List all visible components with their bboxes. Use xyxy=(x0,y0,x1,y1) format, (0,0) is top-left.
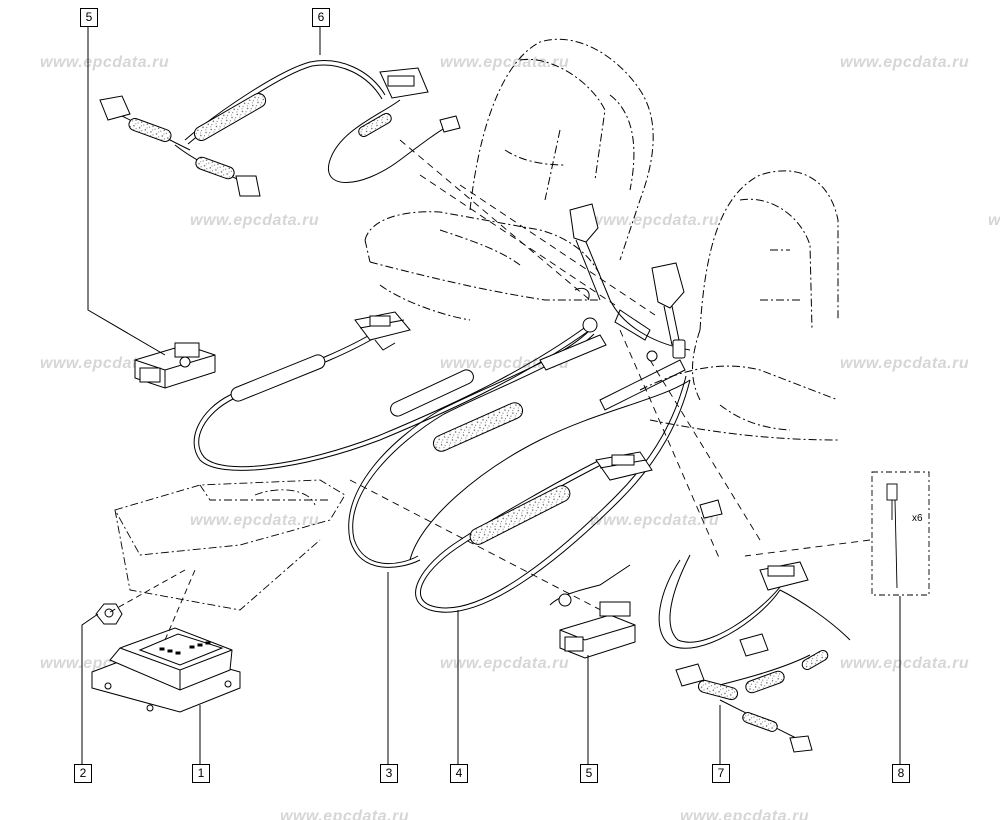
callout-2: 2 xyxy=(74,764,92,783)
nut xyxy=(95,603,123,625)
harness-3-sleeves xyxy=(230,354,524,452)
watermark: www.epcdata.ru xyxy=(440,655,570,672)
watermark: www.epcdata.ru xyxy=(840,54,970,71)
watermark: www.epcdata.ru xyxy=(590,512,720,529)
watermark: www.epcdata.ru xyxy=(40,54,170,71)
callout-7: 7 xyxy=(712,764,730,783)
watermark: www.epcdata.ru xyxy=(988,212,1000,229)
part-6-connectors xyxy=(99,67,461,197)
part-7-connectors xyxy=(675,499,813,753)
callout-3: 3 xyxy=(380,764,398,783)
quantity-label: x6 xyxy=(912,513,923,524)
callout-5-top: 5 xyxy=(80,8,98,27)
watermark: www.epcdata.ru xyxy=(280,808,410,820)
watermark: www.epcdata.ru xyxy=(680,808,810,820)
part-5-plug-bottom xyxy=(549,564,636,659)
callout-1: 1 xyxy=(192,764,210,783)
harness-4-connector xyxy=(595,451,653,481)
watermark: www.epcdata.ru xyxy=(590,212,720,229)
callout-8: 8 xyxy=(892,764,910,783)
harness-4-sleeves xyxy=(469,485,571,545)
part-5-plug-top xyxy=(134,342,216,389)
ecu-mount-arrows xyxy=(109,569,196,641)
seat-outline-right xyxy=(639,170,839,441)
part-8-detail-box xyxy=(871,471,930,596)
callout-4: 4 xyxy=(450,764,468,783)
seat-rail-hardware xyxy=(539,287,691,411)
watermark: www.epcdata.ru xyxy=(440,54,570,71)
harness-3 xyxy=(193,325,595,568)
harness-3-connector xyxy=(354,311,411,351)
seat-belt-buckle-left xyxy=(569,203,611,301)
callout-6: 6 xyxy=(312,8,330,27)
part-6-sleeves xyxy=(128,93,392,180)
ecu-mount-ghost xyxy=(114,479,346,611)
callout-5-bottom: 5 xyxy=(580,764,598,783)
watermark: www.epcdata.ru xyxy=(190,512,320,529)
part-7-sleeves xyxy=(697,650,829,732)
watermark: www.epcdata.ru xyxy=(840,655,970,672)
airbag-control-unit xyxy=(91,627,241,713)
routing-dashes xyxy=(349,139,871,621)
watermark: www.epcdata.ru xyxy=(190,212,320,229)
leader-lines xyxy=(81,25,901,764)
watermark: www.epcdata.ru xyxy=(840,355,970,372)
seat-belt-buckle-right xyxy=(651,262,685,346)
seat-outline-left xyxy=(364,38,654,321)
